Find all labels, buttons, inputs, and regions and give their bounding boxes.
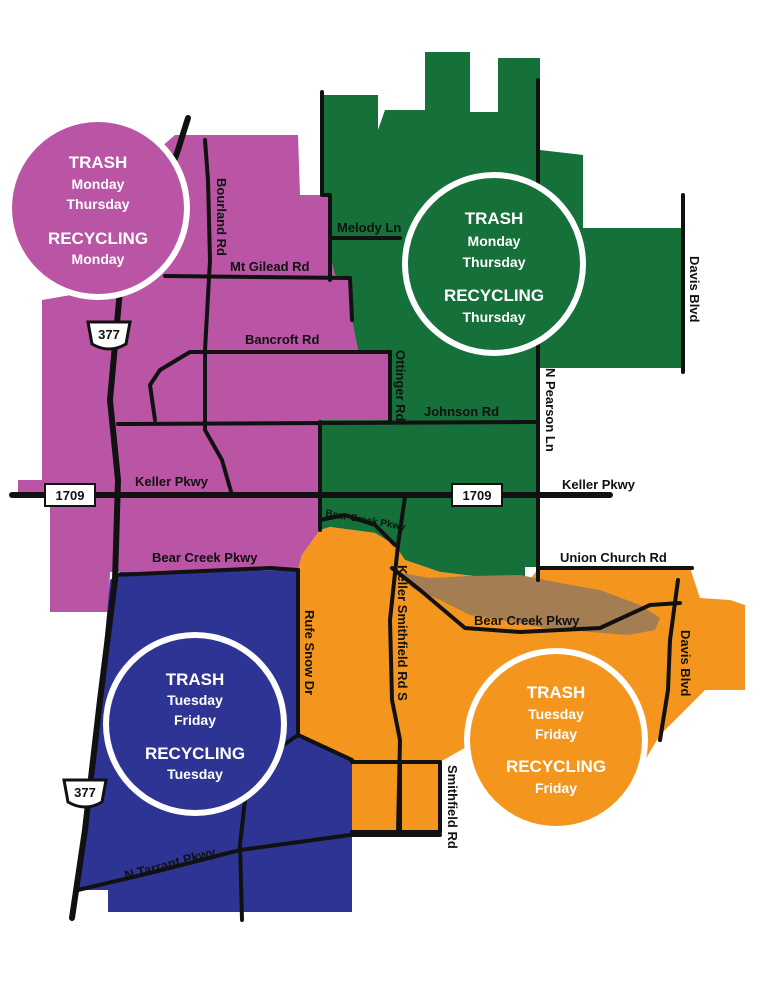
road-green-west-edge: [320, 90, 332, 282]
navy-recycling-label: RECYCLING: [145, 744, 245, 763]
label-johnson: Johnson Rd: [424, 404, 499, 419]
purple-recycling-day: Monday: [72, 251, 125, 267]
road-davis-south: [658, 578, 680, 742]
schedule-circle-orange: TRASH Tuesday Friday RECYCLING Friday: [464, 648, 648, 832]
label-keller-smithfield: Keller Smithfield Rd S: [395, 565, 410, 701]
schedule-circle-purple: TRASH Monday Thursday RECYCLING Monday: [6, 116, 190, 300]
road-bear-creek-small: [318, 513, 397, 547]
label-davis-north: Davis Blvd: [687, 256, 702, 323]
label-keller-east: Keller Pkwy: [562, 477, 636, 492]
label-ottinger: Ottinger Rd: [393, 350, 408, 422]
navy-trash-day1: Tuesday: [167, 692, 223, 708]
road-bear-creek-east: [390, 566, 682, 634]
label-bear-creek-west: Bear Creek Pkwy: [152, 550, 258, 565]
navy-trash-day2: Friday: [174, 712, 216, 728]
road-bancroft: [148, 350, 392, 387]
label-davis-south: Davis Blvd: [678, 630, 693, 697]
label-union-church: Union Church Rd: [560, 550, 667, 565]
label-bourland: Bourland Rd: [214, 178, 229, 256]
green-trash-day1: Monday: [468, 233, 521, 249]
shield-fm1709-west: 1709: [44, 483, 96, 507]
road-keller-smithfield: [388, 495, 407, 834]
label-rufe-snow: Rufe Snow Dr: [302, 610, 317, 695]
label-smithfield: Smithfield Rd: [445, 765, 460, 849]
green-recycling-label: RECYCLING: [444, 286, 544, 305]
orange-trash-day1: Tuesday: [528, 706, 584, 722]
purple-recycling-label: RECYCLING: [48, 229, 148, 248]
navy-recycling-day: Tuesday: [167, 766, 223, 782]
shield-fm1709-east: 1709: [451, 483, 503, 507]
creek-area: [402, 573, 660, 635]
shield-fm1709-east-label: 1709: [463, 488, 492, 503]
orange-trash-day2: Friday: [535, 726, 577, 742]
label-melody: Melody Ln: [337, 220, 401, 235]
orange-recycling-label: RECYCLING: [506, 757, 606, 776]
orange-recycling-day: Friday: [535, 780, 577, 796]
schedule-circle-green: TRASH Monday Thursday RECYCLING Thursday: [402, 172, 586, 356]
road-smithfield-grid: [350, 760, 442, 834]
green-trash-day2: Thursday: [462, 254, 525, 270]
road-bear-creek-west: [113, 566, 300, 577]
road-mt-gilead: [163, 274, 354, 322]
orange-trash-label: TRASH: [527, 683, 586, 702]
schedule-circle-navy: TRASH Tuesday Friday RECYCLING Tuesday: [103, 632, 287, 816]
green-recycling-day: Thursday: [462, 309, 525, 325]
road-bancroft-spur: [148, 383, 157, 422]
shield-us377-south-label: 377: [74, 785, 96, 800]
label-n-pearson: N Pearson Ln: [543, 368, 558, 452]
green-trash-label: TRASH: [465, 209, 524, 228]
shield-us377-south: 377: [62, 778, 108, 809]
label-bear-creek-east: Bear Creek Pkwy: [474, 613, 580, 628]
purple-trash-label: TRASH: [69, 153, 128, 172]
label-keller-west: Keller Pkwy: [135, 474, 209, 489]
shield-us377-north-label: 377: [98, 327, 120, 342]
purple-trash-day1: Monday: [72, 176, 125, 192]
navy-trash-label: TRASH: [166, 670, 225, 689]
shield-us377-north: 377: [86, 320, 132, 351]
label-bancroft: Bancroft Rd: [245, 332, 319, 347]
shield-fm1709-west-label: 1709: [56, 488, 85, 503]
road-johnson: [116, 420, 540, 426]
label-mt-gilead: Mt Gilead Rd: [230, 259, 310, 274]
purple-trash-day2: Thursday: [66, 196, 129, 212]
